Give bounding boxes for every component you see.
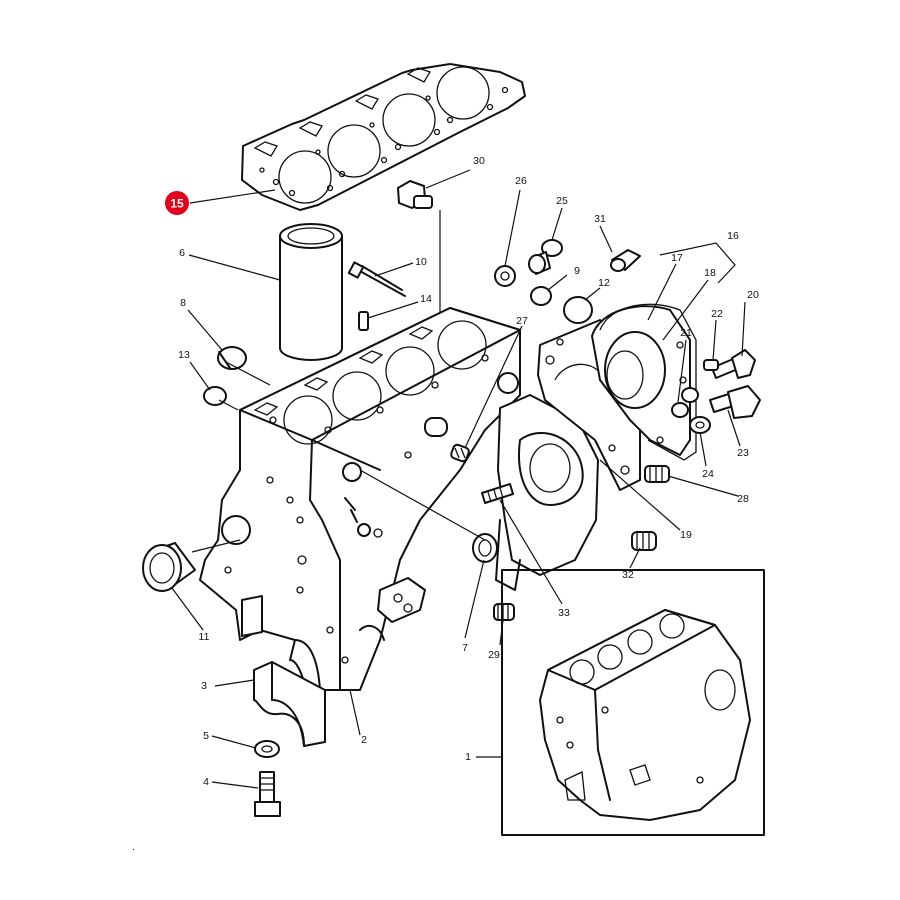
part-1-assembly-inset[interactable] [501, 569, 765, 836]
callout-10: 10 [415, 256, 427, 268]
part-25-bush[interactable] [528, 239, 563, 275]
callout-29: 29 [488, 649, 500, 661]
callout-7: 7 [462, 642, 468, 654]
callout-11: 11 [199, 631, 210, 643]
callout-12: 12 [598, 277, 610, 289]
callout-9: 9 [574, 265, 580, 277]
part-30-plug[interactable] [397, 180, 441, 320]
part-33-stud[interactable] [481, 483, 514, 504]
part-4-bolt[interactable] [254, 771, 281, 817]
callout-numbers: 6 8 13 10 14 30 26 25 9 12 31 16 17 18 2… [178, 155, 759, 788]
part-7-seal[interactable] [472, 533, 498, 563]
callout-28: 28 [737, 493, 749, 505]
callout-20: 20 [747, 289, 759, 301]
leader-lines [171, 169, 746, 789]
callout-3: 3 [201, 680, 207, 692]
part-5-washer[interactable] [254, 740, 280, 758]
part-32-pin[interactable] [610, 249, 641, 272]
callout-16: 16 [727, 230, 739, 242]
callout-19: 19 [680, 529, 692, 541]
part-31-plug[interactable] [631, 531, 657, 551]
callout-14: 14 [420, 293, 432, 305]
callout-22: 22 [711, 308, 723, 320]
part-27-dowel[interactable] [450, 443, 470, 463]
part-18-gasket[interactable] [599, 303, 697, 461]
part-17-gear-cover[interactable] [591, 305, 691, 456]
highlight-badge[interactable] [165, 191, 189, 215]
callout-27: 27 [516, 315, 528, 327]
callout-2: 2 [361, 734, 367, 746]
part-2-cylinder-block[interactable] [199, 307, 521, 691]
part-21-washer[interactable] [671, 402, 689, 418]
part-6-cylinder-liner[interactable] [279, 223, 343, 361]
callout-4: 4 [203, 776, 209, 788]
callout-23: 23 [737, 447, 749, 459]
callout-6: 6 [179, 247, 185, 259]
callout-33: 33 [558, 607, 570, 619]
part-14-dowel[interactable] [358, 311, 369, 331]
part-11-bush[interactable] [142, 542, 196, 592]
callout-25: 25 [556, 195, 568, 207]
part-22-pin[interactable] [703, 359, 719, 371]
callout-24: 24 [702, 468, 714, 480]
part-15-head-gasket[interactable] [241, 63, 526, 211]
callout-26: 26 [515, 175, 527, 187]
part-8-plug[interactable] [217, 346, 247, 370]
callout-30: 30 [473, 155, 485, 167]
part-12-bush[interactable] [563, 296, 593, 324]
callout-21: 21 [680, 327, 692, 339]
part-10-stud[interactable] [347, 261, 406, 297]
highlight-number: 15 [170, 197, 184, 211]
callout-5: 5 [203, 730, 209, 742]
callout-8: 8 [180, 297, 186, 309]
callout-17: 17 [671, 252, 683, 264]
part-26-washer[interactable] [494, 265, 516, 287]
part-23-bolt[interactable] [709, 385, 761, 419]
callout-13: 13 [178, 349, 190, 361]
part-9-bush[interactable] [530, 286, 552, 306]
callout-18: 18 [704, 267, 716, 279]
callout-31: 32 [622, 569, 634, 581]
part-28-plug[interactable] [644, 465, 670, 483]
stray-mark: . [132, 841, 135, 853]
callout-1: 1 [465, 751, 471, 763]
part-3-bearing-cap[interactable] [253, 661, 326, 747]
callout-32: 31 [594, 213, 606, 225]
highlight-callout-15[interactable]: 15 [165, 191, 189, 215]
part-29-plug[interactable] [493, 603, 515, 621]
part-24-washer[interactable] [681, 387, 711, 434]
